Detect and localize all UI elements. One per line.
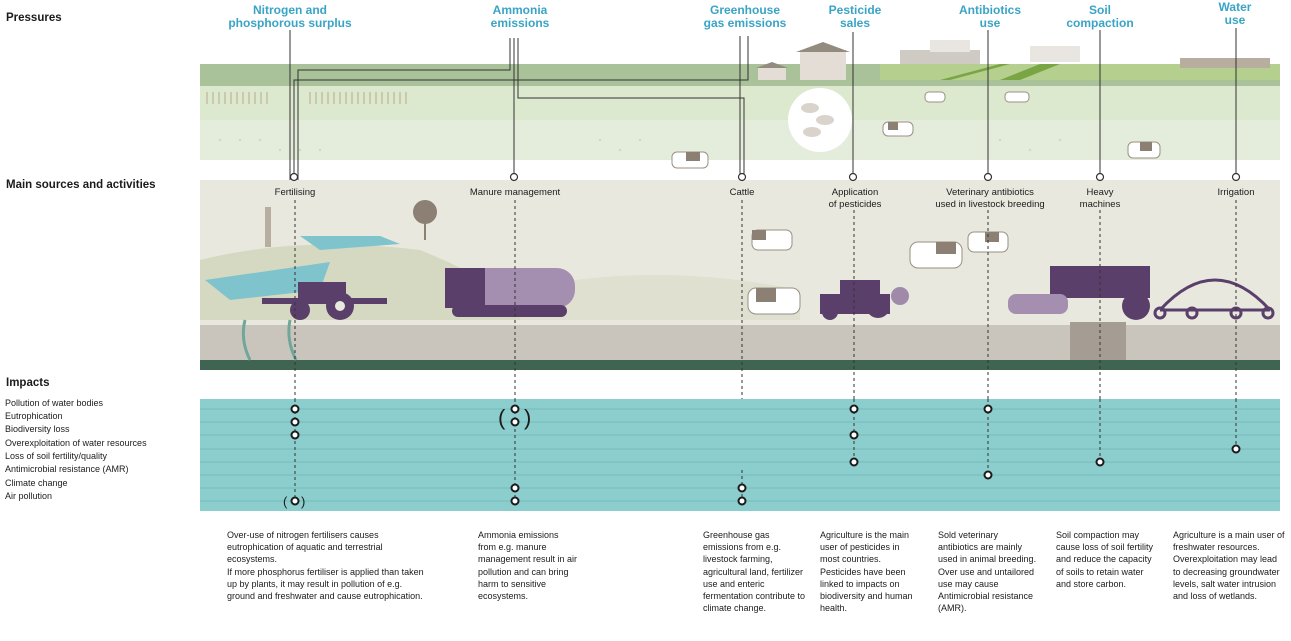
svg-text:(: ( (498, 405, 506, 430)
tractor-icon (262, 282, 387, 320)
tree-icon (413, 200, 437, 224)
impact-label-biodiversity: Biodiversity loss (5, 424, 70, 434)
impact-label-air: Air pollution (5, 491, 53, 501)
sources-heading: Main sources and activities (6, 179, 156, 191)
svg-text:): ) (301, 494, 305, 509)
source-manure: Manure management (469, 187, 561, 198)
connector-lines (289, 28, 1237, 180)
farm-buildings-icon (756, 40, 1280, 80)
source-fertilising: Fertilising (274, 187, 316, 198)
impact-label-climate: Climate change (5, 478, 68, 488)
impact-label-amr: Antimicrobial resistance (AMR) (5, 464, 129, 474)
description-ghg: Greenhouse gas emissions from e.g. lives… (703, 530, 806, 614)
source-cattle: Cattle (729, 187, 755, 198)
description-water: Agriculture is a main user of freshwater… (1173, 530, 1285, 602)
description-antibiotics: Sold veterinary antibiotics are mainly u… (938, 530, 1037, 614)
description-pesticides: Agriculture is the main user of pesticid… (820, 530, 913, 614)
svg-text:): ) (524, 405, 531, 430)
sprayer-icon (820, 280, 909, 320)
impacts-heading: Impacts (6, 377, 50, 389)
description-nitrogen: Over-use of nitrogen fertilisers causes … (227, 530, 424, 602)
impact-label-eutrophication: Eutrophication (5, 411, 63, 421)
wheat-crops-icon (206, 92, 407, 104)
description-soil: Soil compaction may cause loss of soil f… (1056, 530, 1154, 589)
svg-text:(: ( (283, 494, 288, 509)
cow-icon (671, 91, 1161, 169)
impact-label-water-overexploitation: Overexploitation of water resources (5, 438, 147, 448)
description-ammonia: Ammonia emissions from e.g. manure manag… (478, 530, 578, 602)
impact-label-water-pollution: Pollution of water bodies (5, 398, 104, 408)
pressures-heading: Pressures (6, 12, 62, 24)
impact-markers (290, 404, 1241, 506)
impact-label-soil: Loss of soil fertility/quality (5, 451, 108, 461)
manure-tank-icon (445, 268, 575, 317)
source-irrigation: Irrigation (1217, 187, 1255, 198)
